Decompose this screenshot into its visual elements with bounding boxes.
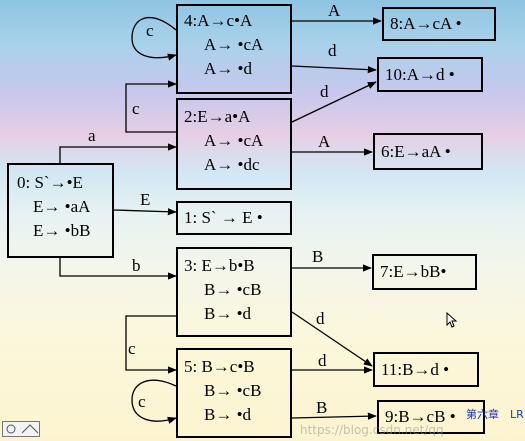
state-4-line-1: 4:A→c•A <box>184 11 253 30</box>
label-s3-s7: B <box>312 247 324 266</box>
label-s5-s11: d <box>318 351 327 370</box>
label-s0-s2: a <box>88 126 96 145</box>
state-3-line-3: B→ •d <box>204 304 252 323</box>
state-9-line-1: 9:B→cB • <box>385 407 456 426</box>
edge-s5-s5 <box>131 379 177 424</box>
label-s2-s10: d <box>320 82 329 101</box>
slide-nav-icon[interactable] <box>2 421 40 437</box>
state-0-line-2: E→ •aA <box>33 197 91 216</box>
state-4-line-2: A→ •cA <box>204 35 264 54</box>
edge-s0-s1 <box>113 208 177 216</box>
state-4: 4:A→c•A A→ •cA A→ •d <box>176 4 292 94</box>
state-2: 2:E→a•A A→ •cA A→ •dc <box>176 98 292 190</box>
state-2-line-2: A→ •cA <box>204 131 264 150</box>
state-0: 0: S`→•E E→ •aA E→ •bB <box>7 163 114 258</box>
state-9: 9:B→cB • <box>377 400 485 434</box>
state-0-line-1: 0: S`→•E <box>17 173 83 192</box>
label-s0-s1: E <box>140 190 151 209</box>
state-3: 3: E→b•B B→ •cB B→ •d <box>176 247 292 337</box>
footer-chapter: 第六章 <box>466 408 499 421</box>
state-2-line-3: A→ •dc <box>204 155 260 174</box>
edge-s0-s3 <box>59 258 177 280</box>
state-5-line-1: 5: B→c•B <box>184 357 255 376</box>
state-10: 10:A→d • <box>377 57 483 92</box>
state-2-line-1: 2:E→a•A <box>184 107 251 126</box>
mouse-pointer-icon <box>446 312 458 328</box>
state-11: 11:B→d • <box>373 352 479 387</box>
label-s4-s10: d <box>328 41 337 60</box>
state-11-line-1: 11:B→d • <box>381 360 450 379</box>
state-6-line-1: 6:E→aA • <box>381 142 451 161</box>
label-s3-s5: c <box>128 339 136 358</box>
label-s3-s11: d <box>316 309 325 328</box>
state-1: 1: S` → E • <box>176 201 292 235</box>
state-3-line-1: 3: E→b•B <box>184 256 255 275</box>
state-4-line-3: A→ •d <box>204 59 252 78</box>
label-s2-s4: c <box>132 99 140 118</box>
edge-s2-s10 <box>291 81 377 123</box>
state-1-line-1: 1: S` → E • <box>184 208 263 227</box>
edge-s3-s11 <box>291 311 373 367</box>
label-s4-s4: c <box>146 21 154 40</box>
state-5: 5: B→c•B B→ •cB B→ •d <box>176 348 292 438</box>
state-8-line-1: 8:A→cA • <box>390 14 462 33</box>
label-s2-s6: A <box>318 132 331 151</box>
state-10-line-1: 10:A→d • <box>385 65 455 84</box>
label-s5-s9: B <box>316 398 328 417</box>
state-5-line-3: B→ •d <box>204 405 252 424</box>
label-s0-s3: b <box>132 256 141 275</box>
state-6: 6:E→aA • <box>373 133 483 170</box>
edge-s0-s2 <box>59 143 177 163</box>
edge-s4-s4 <box>131 17 177 61</box>
state-8: 8:A→cA • <box>382 7 496 41</box>
edge-s4-s10 <box>291 65 377 74</box>
state-3-line-2: B→ •cB <box>204 280 262 299</box>
edge-s3-s5 <box>125 315 177 374</box>
state-0-line-3: E→ •bB <box>33 221 91 240</box>
label-s4-s8: A <box>328 1 341 20</box>
edge-s5-s9 <box>291 412 377 420</box>
edge-s2-s4 <box>125 80 177 133</box>
state-5-line-2: B→ •cB <box>204 381 262 400</box>
watermark: https://blog.csdn.net/qq <box>300 423 444 437</box>
state-7: 7:E→bB• <box>372 254 477 290</box>
label-s5-s5: c <box>138 392 146 411</box>
state-7-line-1: 7:E→bB• <box>380 262 447 281</box>
footer-section: LR <box>510 408 524 421</box>
